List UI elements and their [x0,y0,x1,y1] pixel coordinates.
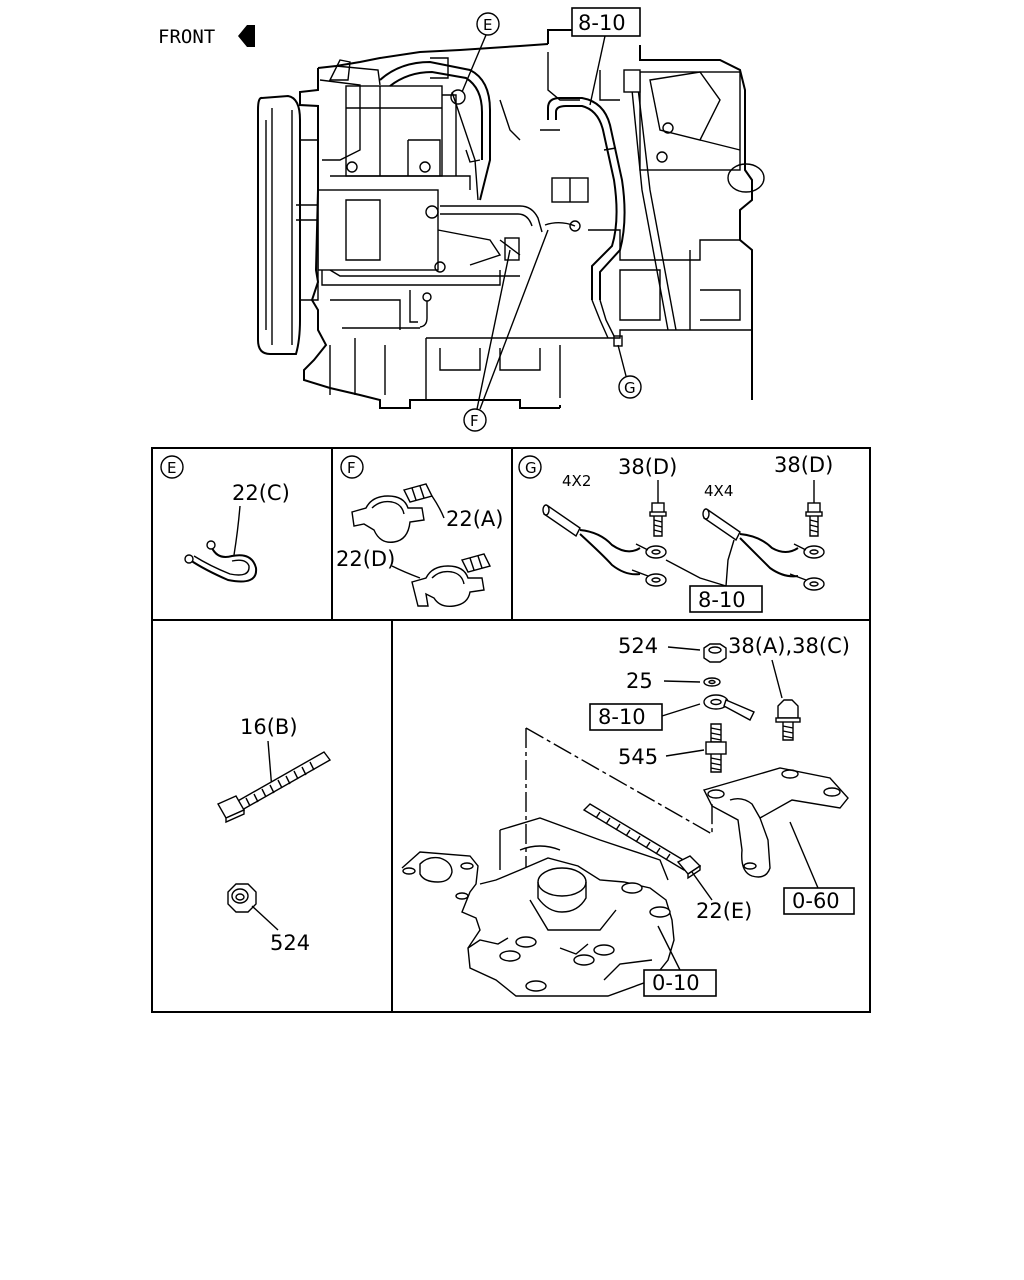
engine-ref-box [571,7,641,37]
bracket-0-60-icon [702,767,849,878]
front-label: FRONT [158,26,215,48]
front-arrow-icon [238,25,255,47]
bracket-ref-0-10-box [643,969,717,997]
panel-g-letter: G [525,459,537,477]
front-indicator: FRONT [158,25,255,48]
panel-f-letter: F [347,459,356,477]
engine-callout-e: E [483,16,492,34]
part-545-label: 545 [618,745,658,769]
bracket-ref-0-60-label: 0-60 [792,889,840,913]
part-38ac-label: 38(A),38(C) [728,634,850,658]
part-22c-label: 22(C) [232,481,290,505]
cable-tie-16b-icon [217,751,332,824]
bolt-38d-left-label: 38(D) [618,455,677,479]
part-524-label: 524 [270,931,310,955]
variant-4x2-label: 4X2 [562,472,591,490]
panel-g: G 4X2 4X4 38(D) 38(D) [518,453,833,613]
panel-f: F 22(A) 22(D) [336,455,503,608]
bolt-38d-left-icon [649,480,667,537]
nut-524-bracket-icon [703,643,727,663]
engine-callout-f: F [470,412,479,430]
panel-e-letter: E [167,459,176,477]
engine-view: E F G 8-10 [257,7,765,432]
panel-g-ref-box [689,585,763,613]
bracket-ref-0-10-label: 0-10 [652,971,700,995]
harness-4x4-icon [702,508,825,591]
bolt-38d-right-label: 38(D) [774,453,833,477]
part-16b-label: 16(B) [240,715,298,739]
washer-25-icon [703,677,721,687]
nut-524-icon [227,883,257,913]
clamp-22d-icon [391,553,492,608]
part-22e-label: 22(E) [696,899,752,923]
part-22a-label: 22(A) [446,507,503,531]
panel-tie: 16(B) 524 [217,715,332,955]
engine-callout-g: G [624,379,636,397]
harness-4x2-icon [542,504,667,587]
stud-545-icon [705,723,727,773]
panel-e: E 22(C) [160,455,290,583]
part-22d-label: 22(D) [336,547,395,571]
bolt-38d-right-icon [805,480,823,537]
bracket-ref-8-10-label: 8-10 [598,705,646,729]
engine-ref-box-label: 8-10 [578,11,626,35]
cylinder-head-0-10-icon [401,817,675,997]
detail-panels-frame [151,447,871,1013]
variant-4x4-label: 4X4 [704,482,733,500]
panel-bracket: 524 38(A),38(C) 25 8-10 545 [401,634,855,997]
clamp-22a-icon [351,483,445,543]
bracket-ref-0-60-box [783,887,855,915]
panel-g-ref-box-label: 8-10 [698,588,746,612]
bolt-38ac-icon [775,699,801,741]
part-25-label: 25 [626,669,653,693]
cable-tie-22e-icon [582,803,702,880]
ring-terminal-icon [703,694,755,721]
clip-22c-icon [189,547,258,583]
bracket-ref-8-10-box [589,703,663,731]
bracket-part-524-label: 524 [618,634,658,658]
